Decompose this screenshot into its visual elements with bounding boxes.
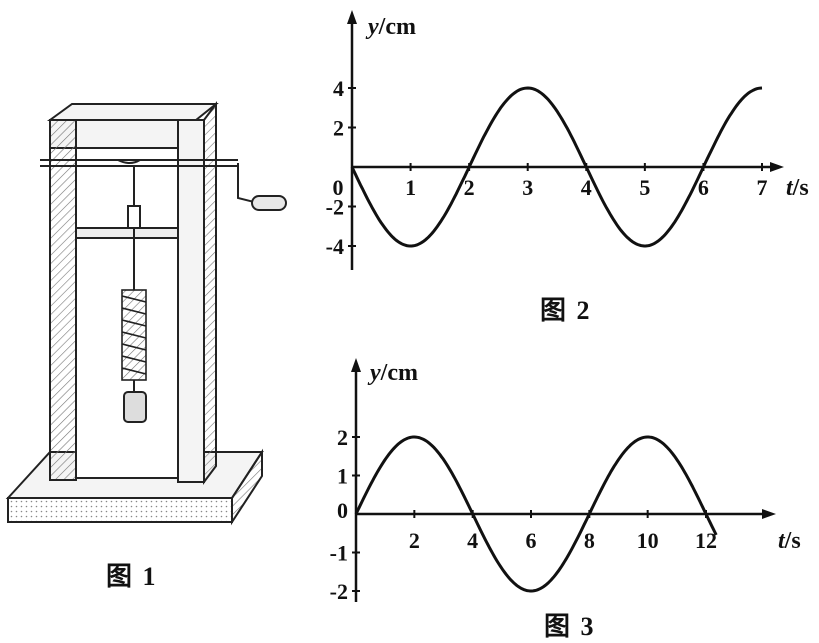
fig2-caption: 图 2	[540, 296, 592, 325]
x-tick-label: 5	[639, 175, 650, 200]
chart-fig2: y/cm t/s 0 1 2 3 4 5 6 7 4 2 -2 -4	[326, 10, 809, 270]
x-tick-label: 7	[757, 175, 768, 200]
fig2-y-label: y/cm	[365, 14, 416, 40]
x-tick-label: 8	[584, 528, 595, 553]
x-tick-label: 3	[522, 175, 533, 200]
x-tick-label: 10	[637, 528, 659, 553]
x-tick-label: 6	[526, 528, 537, 553]
fig2-x-arrow	[770, 162, 784, 172]
y-tick-label: -1	[330, 541, 348, 566]
fig3-x-label: t/s	[778, 528, 801, 554]
x-tick-label: 12	[695, 528, 717, 553]
y-tick-label: 2	[333, 116, 344, 141]
y-tick-label: 1	[337, 464, 348, 489]
hanging-mass	[123, 391, 147, 423]
x-tick-label: 0	[333, 175, 344, 200]
x-tick-label: 4	[467, 528, 478, 553]
fig2-series-line	[350, 86, 763, 248]
frame-right-post	[177, 101, 217, 485]
crank-shaft	[40, 159, 238, 167]
fig1-caption: 图 1	[106, 562, 158, 591]
fig3-y-arrow	[351, 358, 361, 372]
fig3-caption: 图 3	[544, 612, 596, 641]
y-tick-label: 2	[337, 425, 348, 450]
crank-handle	[237, 163, 287, 211]
apparatus-drawing	[5, 101, 287, 526]
x-tick-label: 2	[464, 175, 475, 200]
x-tick-label: 4	[581, 175, 592, 200]
fig2-y-arrow	[347, 10, 357, 24]
fig3-y-label: y/cm	[367, 360, 418, 386]
x-tick-label: 2	[409, 528, 420, 553]
fig3-x-arrow	[762, 509, 776, 519]
spring	[121, 289, 147, 381]
fig3-series-line	[354, 435, 718, 593]
y-tick-label: -2	[330, 579, 348, 604]
x-tick-label: 1	[405, 175, 416, 200]
fig2-x-label: t/s	[786, 175, 809, 201]
chart-fig3: y/cm t/s 2 4 6 8 10 12 2 1 -1 -2 0	[330, 358, 801, 604]
x-tick-label: 6	[698, 175, 709, 200]
y-tick-label: 0	[337, 498, 348, 523]
y-tick-label: 4	[333, 76, 344, 101]
frame-left-post	[49, 119, 77, 481]
y-tick-label: -4	[326, 234, 344, 259]
y-tick-label: -2	[326, 195, 344, 220]
